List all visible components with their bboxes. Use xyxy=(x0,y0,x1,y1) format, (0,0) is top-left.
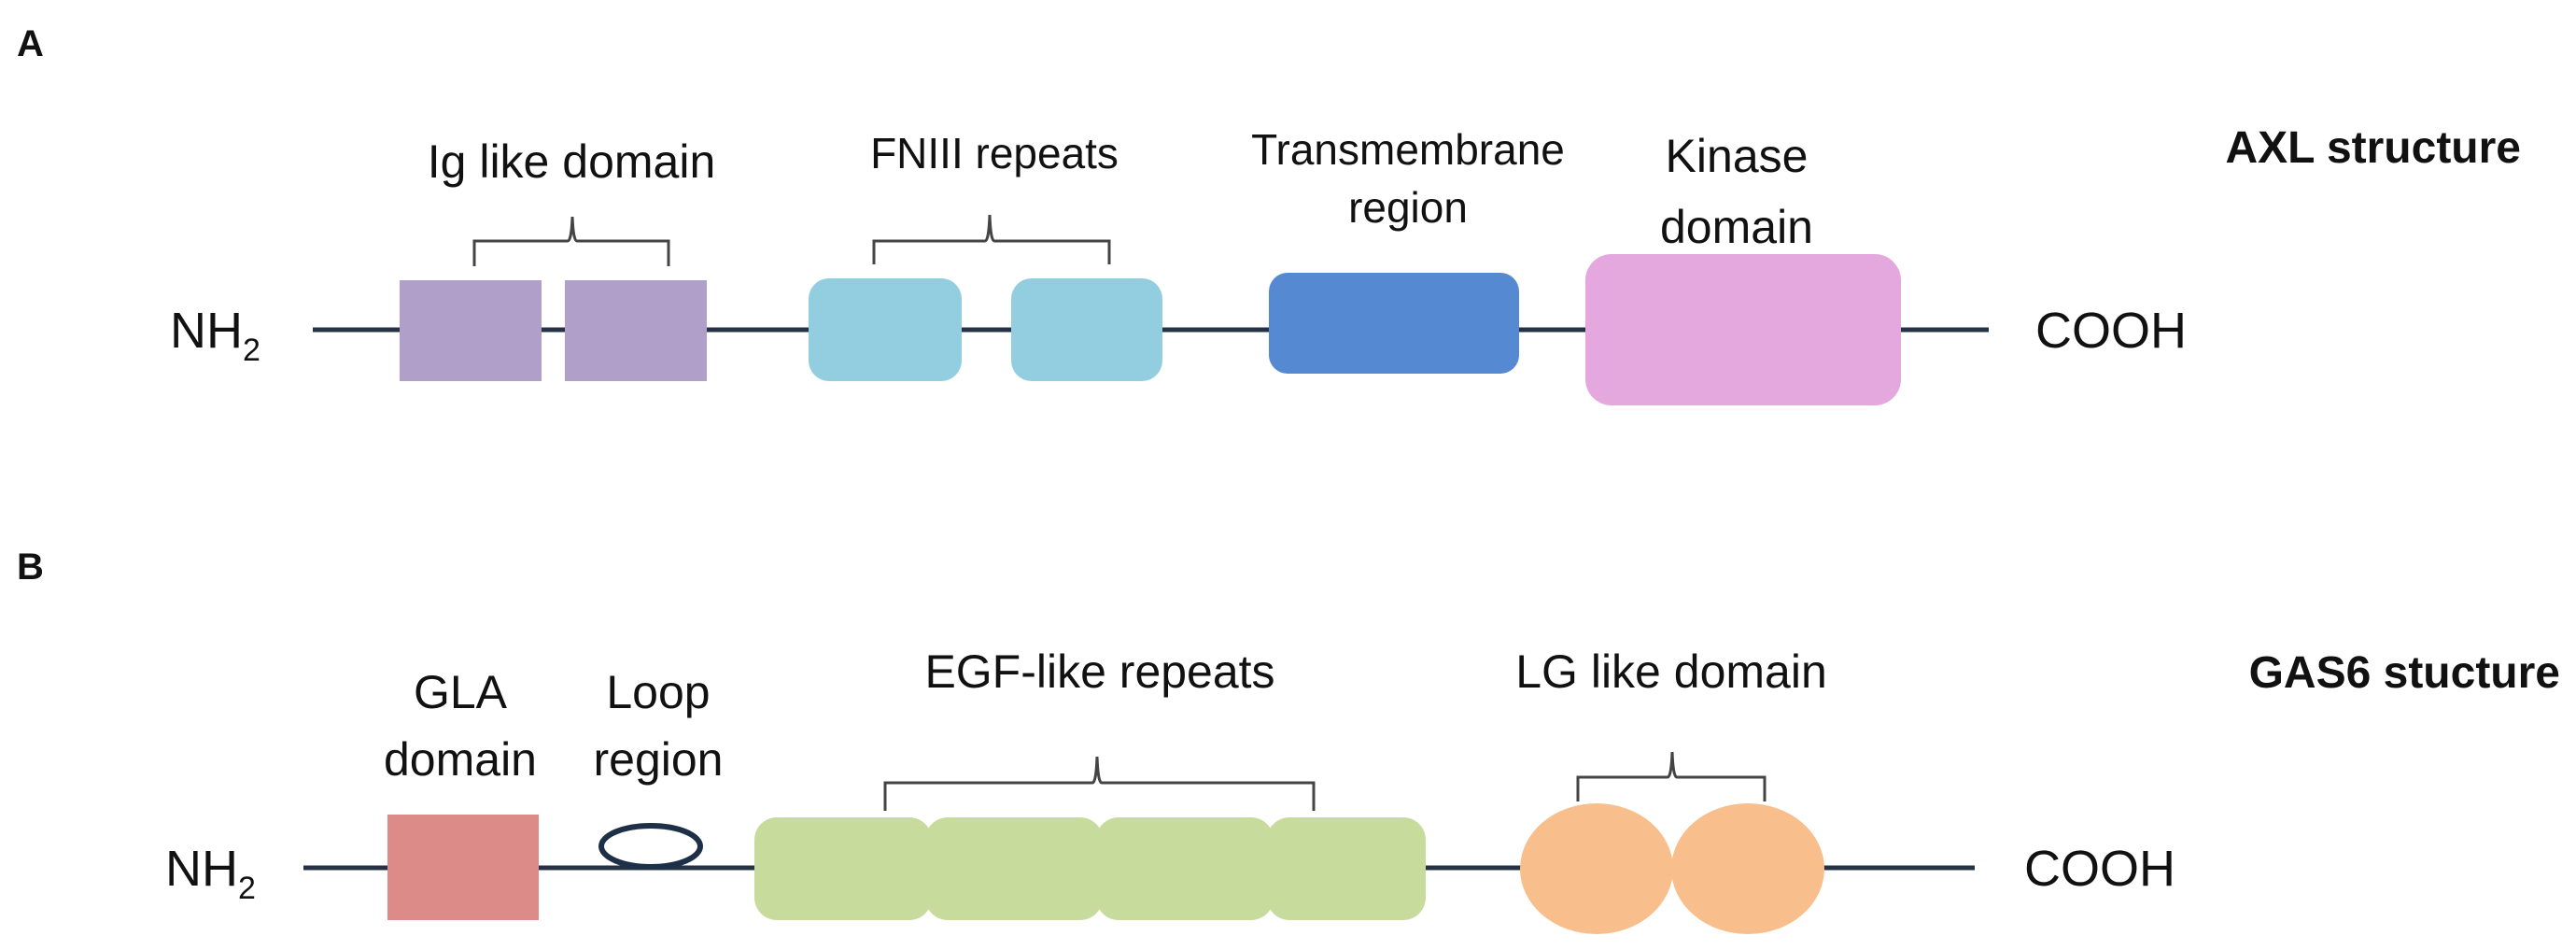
gas6-egf-repeat-3 xyxy=(1096,817,1274,920)
gas6-loop-label-line1: Loop xyxy=(606,666,710,718)
axl-c-terminus: COOH xyxy=(2035,303,2187,359)
axl-kinase-label-line1: Kinase xyxy=(1666,130,1809,182)
gas6-lg-brace xyxy=(1576,751,1767,801)
axl-fniii-repeat-1 xyxy=(809,278,962,381)
gas6-gla-domain xyxy=(387,815,539,920)
axl-title: AXL structure xyxy=(2225,123,2521,173)
gas6-lg-domain-1 xyxy=(1520,803,1673,934)
axl-ig-domain-1 xyxy=(400,280,542,381)
axl-ig-label: Ig like domain xyxy=(428,135,716,188)
gas6-c-terminus: COOH xyxy=(2024,841,2175,897)
axl-transmembrane-label-line2: region xyxy=(1348,183,1468,232)
axl-transmembrane-label-line1: Transmembrane xyxy=(1251,125,1565,174)
axl-ig-brace xyxy=(472,216,670,266)
panel-b-letter: B xyxy=(17,546,44,588)
gas6-gla-label-line2: domain xyxy=(384,733,537,786)
gas6-egf-brace xyxy=(883,756,1316,811)
gas6-lg-domain-2 xyxy=(1671,803,1824,934)
panel-a: A AXL structure NH2 COOH Ig like domain … xyxy=(17,23,2521,405)
axl-kinase-domain xyxy=(1585,254,1901,405)
gas6-egf-label: EGF-like repeats xyxy=(924,645,1274,698)
gas6-loop-label-line2: region xyxy=(594,733,724,786)
gas6-loop-region xyxy=(598,823,703,870)
gas6-egf-repeat-4 xyxy=(1267,817,1426,920)
axl-n-terminus: NH2 xyxy=(170,303,260,368)
panel-a-letter: A xyxy=(17,23,44,64)
axl-ig-domain-2 xyxy=(565,280,707,381)
axl-fniii-label: FNIII repeats xyxy=(870,129,1119,177)
gas6-title: GAS6 stucture xyxy=(2249,648,2560,698)
axl-fniii-repeat-2 xyxy=(1011,278,1162,381)
axl-fniii-brace xyxy=(872,214,1111,264)
axl-transmembrane-region xyxy=(1269,273,1519,374)
axl-kinase-label-line2: domain xyxy=(1660,201,1813,253)
panel-b: B GAS6 stucture NH2 COOH GLA domain Loop… xyxy=(17,546,2560,934)
gas6-egf-repeat-2 xyxy=(925,817,1103,920)
gas6-egf-repeat-1 xyxy=(754,817,932,920)
gas6-n-terminus: NH2 xyxy=(165,841,256,906)
gas6-lg-label: LG like domain xyxy=(1515,645,1827,698)
gas6-gla-label-line1: GLA xyxy=(414,666,508,718)
